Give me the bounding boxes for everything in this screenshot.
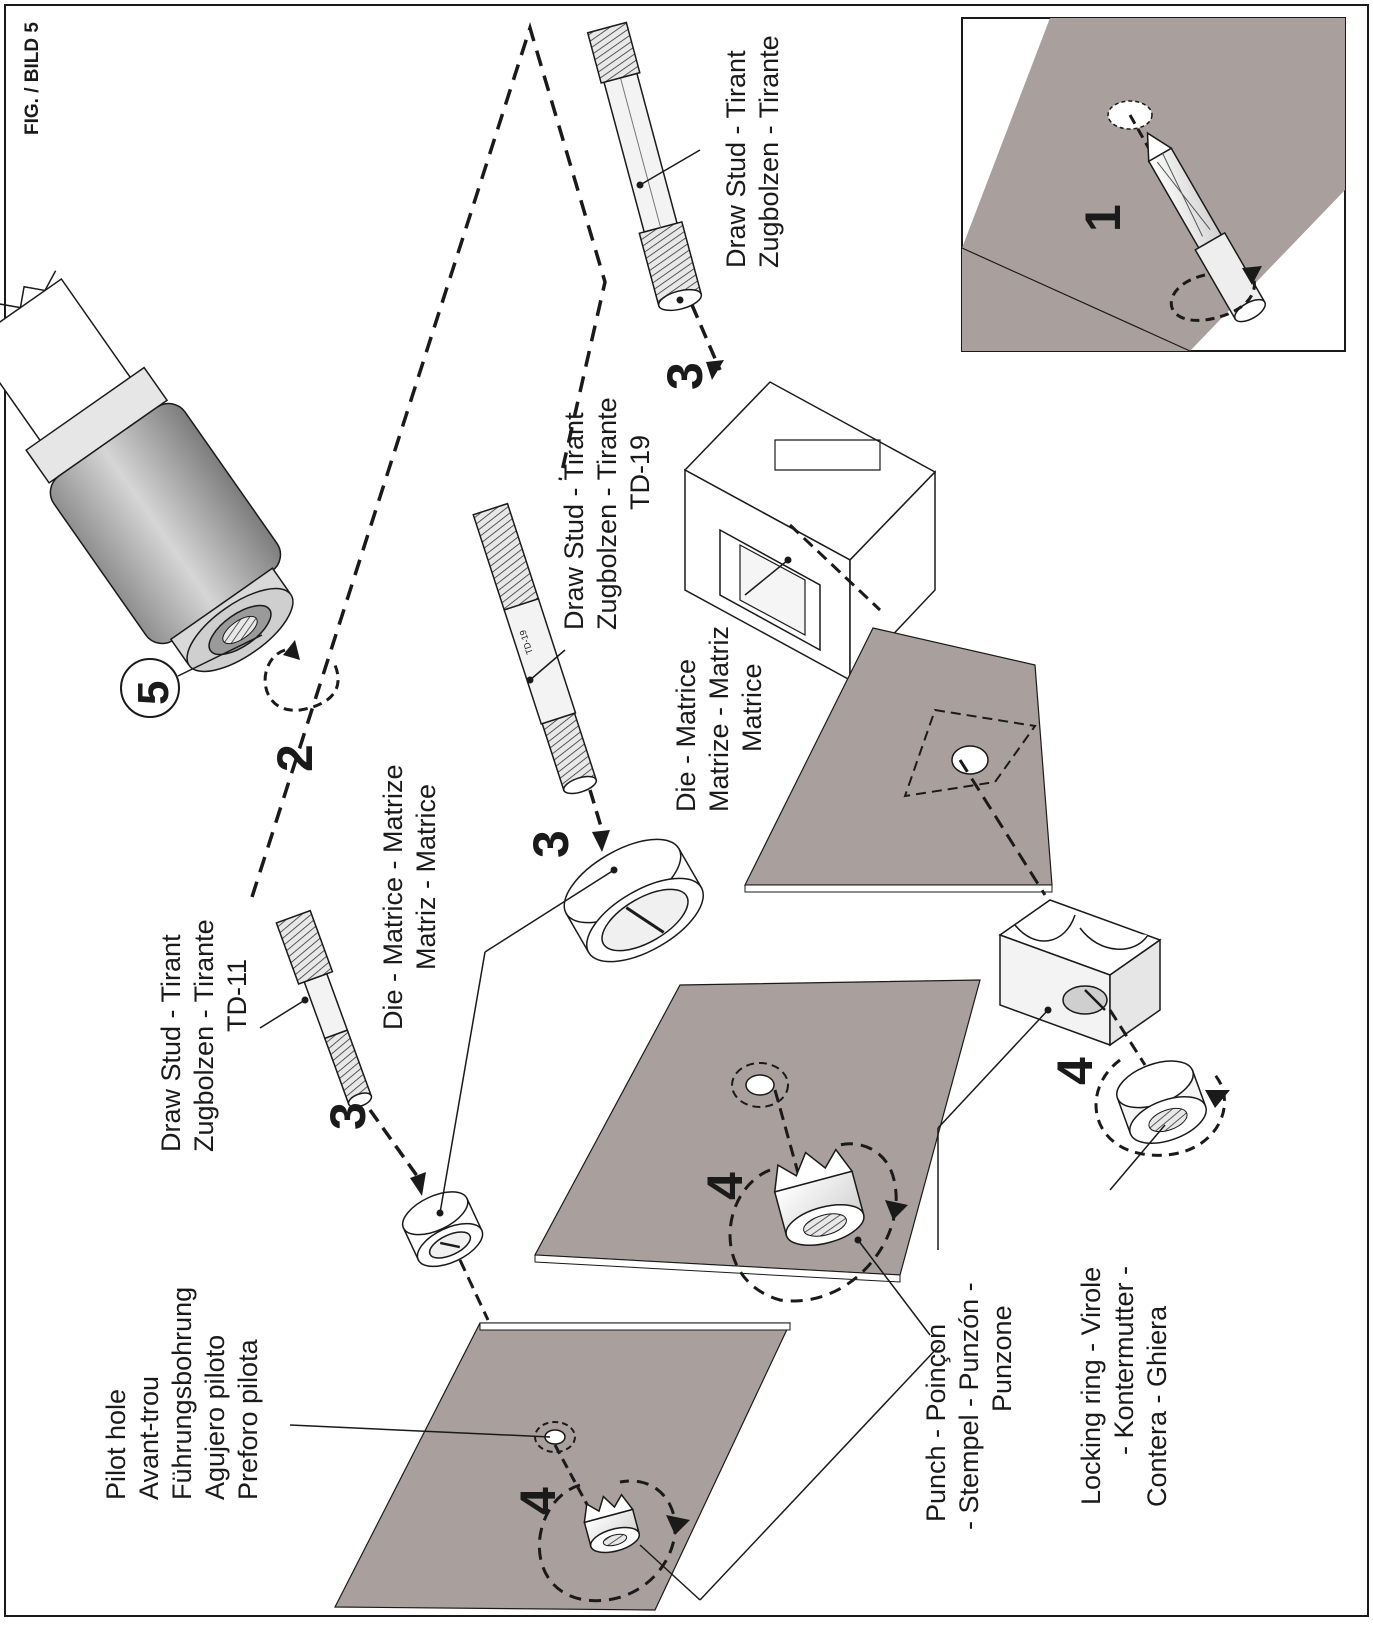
die-square-leader	[744, 559, 789, 596]
draw-stud-td19-label: Draw Stud - Tirant Zugbolzen - Tirante T…	[559, 390, 655, 630]
hydraulic-cylinder	[0, 270, 294, 673]
td19-leader	[529, 649, 566, 681]
step-3-mid-number: 3	[523, 830, 579, 858]
draw-stud-td19: TD-19	[472, 502, 598, 795]
draw-stud-td11-label: Draw Stud - Tirant Zugbolzen - Tirante T…	[156, 912, 252, 1152]
punch-label: Punch - Poinçon - Stempel - Punzón - Pun…	[921, 1275, 1017, 1530]
pilot-hole-leader	[289, 1424, 551, 1438]
outer-frame	[4, 4, 1369, 1617]
draw-stud-top-label: Draw Stud - Tirant Zugbolzen - Tirante	[721, 35, 784, 268]
draw-stud-top	[586, 21, 703, 312]
cylinder-leader	[177, 634, 263, 677]
step-3-top-path	[690, 304, 722, 371]
die-round-leader-a	[484, 869, 615, 953]
step-4-right-number: 4	[1047, 1057, 1103, 1085]
step-2-rotation	[263, 648, 340, 712]
step-2-number: 2	[267, 744, 323, 772]
locking-ring-label: Locking ring - Virole - Kontermutter - C…	[1076, 1258, 1172, 1507]
draw-stud-td11	[275, 909, 373, 1108]
step-3-mid-path	[588, 789, 607, 841]
step-3-left-number: 3	[320, 1102, 376, 1130]
punch-leader-left	[639, 1544, 701, 1601]
round-die-large	[563, 838, 705, 963]
sheet-middle	[534, 979, 981, 1283]
step-5-number: 5	[129, 681, 178, 705]
draw-stud-top-leader	[639, 149, 701, 186]
punch-middle-rotation	[728, 1142, 898, 1303]
figure-label: FIG. / BILD 5	[22, 22, 43, 135]
step-3-left-path	[368, 1108, 422, 1182]
td11-leader	[259, 999, 306, 1029]
step-2-path	[250, 22, 607, 898]
pilot-hole-label: Pilot hole Avant-trou Führungsbohrung Ag…	[101, 1279, 263, 1500]
die-round-leader-b	[439, 951, 486, 1214]
punch-small-rotation	[537, 1479, 677, 1603]
round-punch-small	[583, 1493, 641, 1554]
step-5-circle	[120, 658, 180, 718]
step-3-top-number: 3	[657, 362, 713, 390]
round-punch-middle	[773, 1148, 865, 1246]
punch-leader-right	[937, 1009, 1049, 1129]
die-square-label: Die - Matrice Matrize - Matriz Matrice	[671, 618, 767, 812]
step-4-left-number: 4	[510, 1487, 566, 1515]
step-1-number: 1	[1075, 204, 1131, 232]
punch-leader-middle	[857, 1239, 931, 1336]
square-punch	[998, 899, 1162, 1066]
locking-ring	[1116, 1060, 1207, 1144]
locking-ring-rotation	[1094, 1058, 1226, 1157]
sheet-left	[334, 1322, 791, 1611]
die-round-label: Die - Matrice - Matrize Matriz - Matrice	[378, 757, 441, 1030]
sheet-right	[744, 627, 1053, 896]
locking-ring-leader	[1109, 1124, 1166, 1191]
inset-drilling-step: 1	[961, 17, 1346, 352]
step-4-middle-number: 4	[697, 1172, 753, 1200]
square-die	[683, 381, 937, 682]
round-die-small	[401, 1191, 484, 1268]
